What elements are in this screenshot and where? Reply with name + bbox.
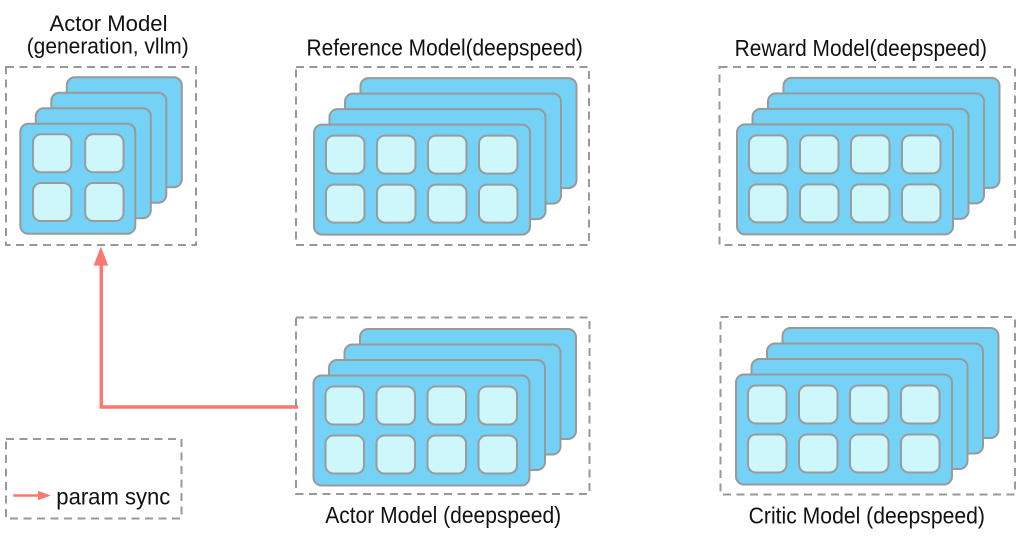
svg-text:(generation, vllm): (generation, vllm) [27,33,189,58]
svg-text:Reference Model(deepspeed): Reference Model(deepspeed) [307,35,583,61]
svg-text:param sync: param sync [56,484,170,510]
svg-text:Critic Model (deepspeed): Critic Model (deepspeed) [749,503,985,529]
svg-text:Reward Model(deepspeed): Reward Model(deepspeed) [735,35,987,61]
svg-text:Actor Model (deepspeed): Actor Model (deepspeed) [325,502,561,528]
svg-text:Actor Model: Actor Model [50,11,168,36]
